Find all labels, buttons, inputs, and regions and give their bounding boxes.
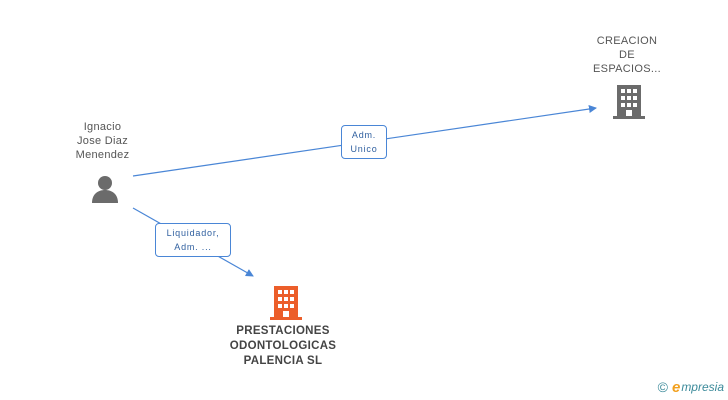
brand-logo-text: mpresia	[681, 380, 724, 394]
edge-label-liquidador[interactable]: Liquidador, Adm. ...	[155, 223, 231, 257]
brand-logo[interactable]: © e mpresia	[658, 378, 724, 396]
edge-label-adm-unico[interactable]: Adm. Unico	[341, 125, 387, 159]
building-icon[interactable]	[270, 285, 302, 320]
person-name[interactable]: Ignacio Jose Diaz Menendez	[75, 121, 130, 161]
company-main-name[interactable]: PRESTACIONES ODONTOLOGICAS PALENCIA SL	[229, 325, 337, 367]
company-top-name[interactable]: CREACION DE ESPACIOS...	[593, 35, 661, 75]
building-icon[interactable]	[613, 84, 645, 119]
copyright-icon: ©	[657, 379, 668, 395]
person-icon[interactable]	[90, 174, 120, 204]
brand-logo-initial: e	[671, 378, 681, 396]
